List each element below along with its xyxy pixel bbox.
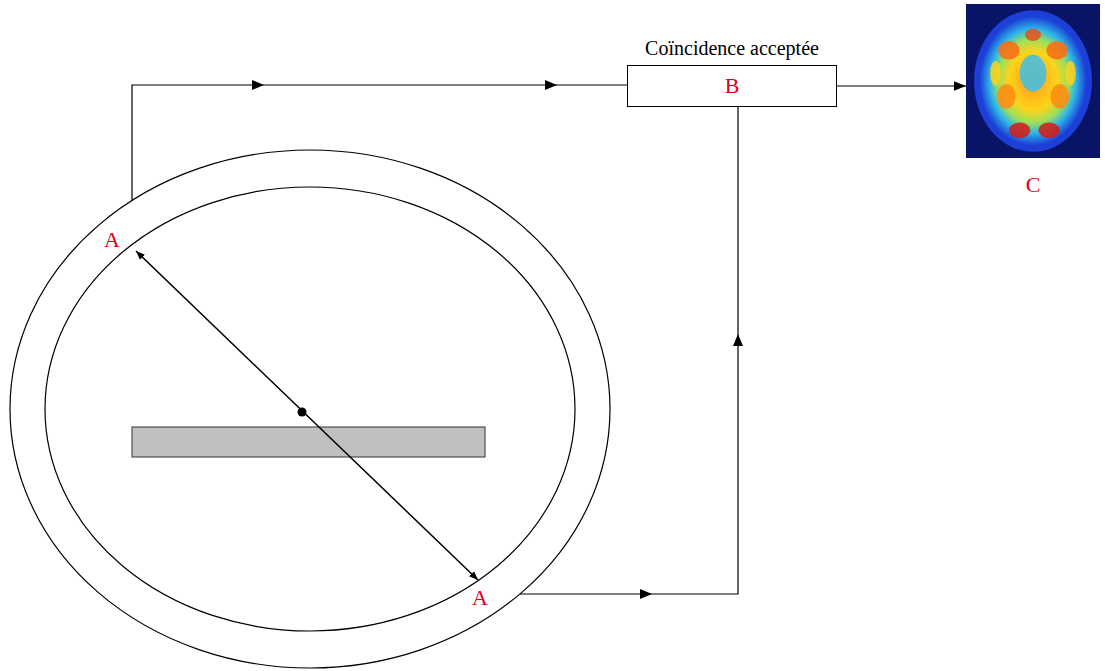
detector-label: A — [470, 587, 490, 609]
wire-arrowhead — [640, 589, 652, 599]
coincidence-box: Coïncidence acceptéeB — [627, 65, 837, 107]
detector-ring-inner — [45, 187, 575, 631]
pet-image: C — [966, 4, 1100, 196]
box-letter: B — [725, 75, 740, 97]
signal-wire — [132, 85, 627, 201]
gamma-photon-pair — [136, 251, 478, 580]
detector-ring-outer — [10, 150, 610, 668]
detector-label: A — [102, 229, 122, 251]
signal-wire — [520, 107, 738, 594]
wire-arrowhead — [252, 80, 264, 90]
wire-arrowhead — [733, 334, 743, 346]
wire-arrowhead — [545, 80, 557, 90]
box-heading: Coïncidence acceptée — [645, 38, 819, 58]
annihilation-point — [298, 408, 307, 417]
patient-bed — [132, 427, 485, 457]
brain-scan-image — [966, 4, 1100, 158]
signal-arrow — [837, 85, 966, 86]
image-letter: C — [966, 174, 1100, 196]
